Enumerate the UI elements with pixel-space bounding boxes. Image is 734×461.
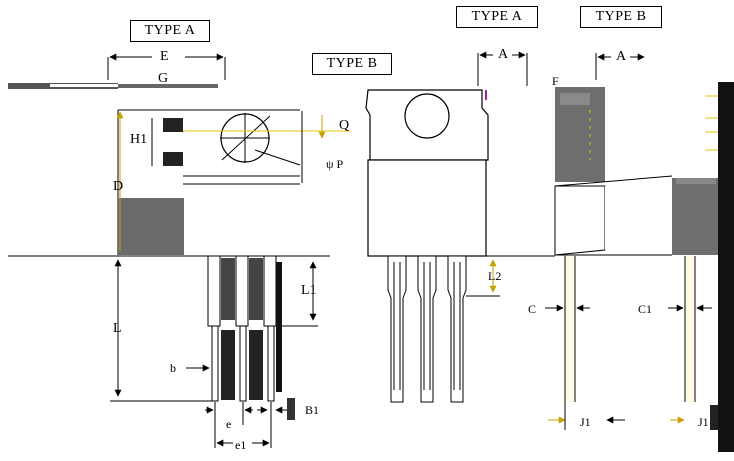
dim-G: G (158, 71, 169, 86)
dim-L2: L2 (488, 269, 502, 283)
right-side-views (545, 53, 734, 452)
dim-H1: H1 (130, 132, 148, 147)
dim-J1-left: J1 (580, 415, 591, 429)
dim-Q: Q (339, 118, 350, 133)
left-front-view (8, 53, 350, 448)
dim-F: F (552, 74, 559, 88)
dim-C: C (528, 302, 537, 316)
dim-L1: L1 (301, 283, 317, 298)
dim-E: E (160, 49, 169, 64)
type-a-label-right: TYPE A (456, 6, 538, 28)
dim-A-left: A (498, 47, 509, 62)
dim-J1-right: J1 (698, 415, 709, 429)
type-b-label-right: TYPE B (580, 6, 662, 28)
dim-L: L (113, 321, 122, 336)
dim-D: D (113, 179, 124, 194)
dim-B1: B1 (305, 403, 320, 417)
middle-front-view (365, 51, 555, 403)
type-a-label-left: TYPE A (130, 20, 210, 42)
dim-C1: C1 (638, 302, 653, 316)
dim-P: ψ P (326, 157, 344, 171)
dim-b: b (170, 361, 176, 375)
dim-e1: e1 (235, 438, 247, 452)
type-b-label-middle: TYPE B (312, 53, 392, 75)
dim-e: e (226, 417, 232, 431)
dim-A-right: A (616, 49, 627, 64)
